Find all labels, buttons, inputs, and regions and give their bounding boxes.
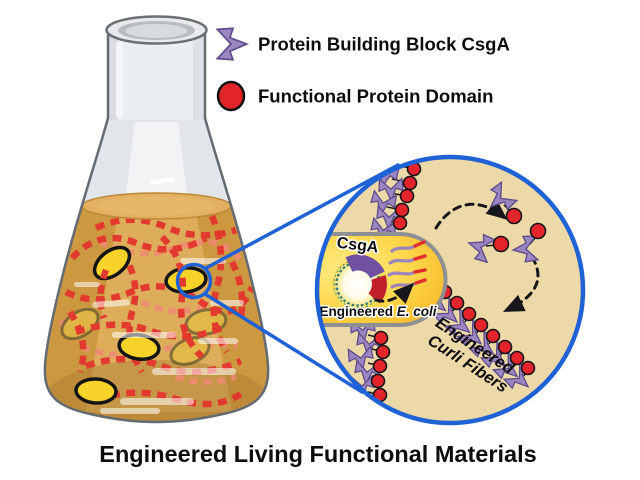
expression-arrow [374,282,415,305]
e-coli-cells [74,245,208,405]
csga-gene-arc [345,254,385,279]
flask-backwall-highlight [125,122,188,202]
legend-label: Protein Building Block CsgA [258,34,510,55]
magnified-inset: CsgA Engineered E. coli [314,154,586,426]
legend-label: Functional Protein Domain [258,86,493,107]
neck-shade-right [193,34,205,120]
functional-gene-arc [368,275,387,304]
curli-fiber-vertical [346,157,422,413]
liquid-surface-inner [96,196,217,216]
inset-border [314,154,586,426]
flask-rim [105,15,208,45]
neck-highlight [116,42,123,118]
functional-domain-dots [370,161,422,403]
zoom-lens [175,163,400,394]
neck-shade-left [108,34,118,120]
engineered-e-coli-cell: CsgA Engineered E. coli [317,232,448,327]
cell-label: Engineered E. coli [319,304,436,319]
csga-chevron-icon [216,27,248,61]
liquid-contents [44,212,268,422]
zoom-connector-upper [204,163,400,270]
figure-title: Engineered Living Functional Materials [99,441,536,467]
functional-domain-dots [492,207,547,253]
legend: Protein Building Block CsgA Functional P… [216,27,510,112]
secretion-arrow [434,199,508,230]
zoom-connector-lower [203,292,364,394]
glass-sparkle [150,176,175,185]
assembly-arrow [502,255,540,312]
liquid-highlights [74,258,244,414]
functional-domain-icon [216,80,246,112]
e-coli-cell [74,377,118,405]
plasmid-icon [333,254,387,309]
flask-outline [43,34,270,424]
csga-gene-label: CsgA [336,235,380,257]
erlenmeyer-flask [43,15,270,424]
free-fusion-proteins [463,180,547,264]
legend-item-domain: Functional Protein Domain [216,80,493,112]
legend-item-csga: Protein Building Block CsgA [216,27,510,61]
zoom-source-circle [175,262,213,300]
curli-network-front [67,234,246,374]
